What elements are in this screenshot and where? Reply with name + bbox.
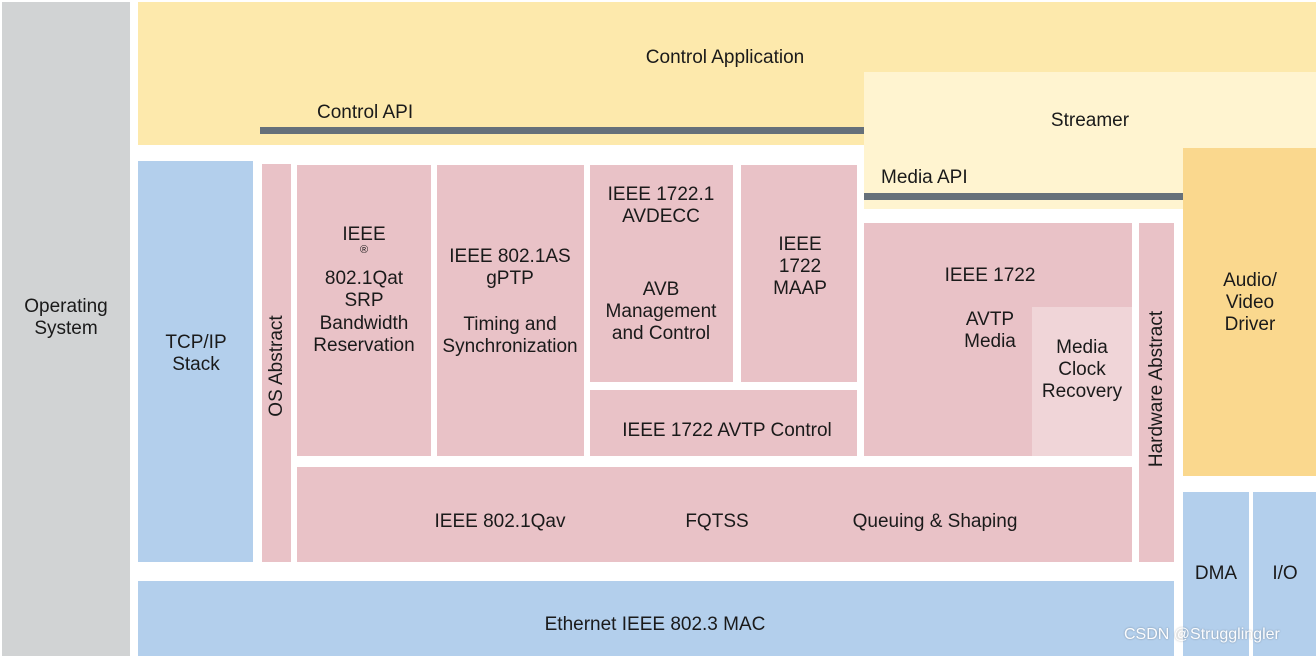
ethernet-mac-label: Ethernet IEEE 802.3 MAC — [544, 614, 766, 635]
media-api-label: Media API — [881, 167, 968, 188]
operating-system-block — [2, 2, 130, 656]
fqtss-name-label: FQTSS — [685, 511, 749, 532]
hardware-abstract-label: Hardware Abstract — [1146, 310, 1167, 468]
control-application-label: Control Application — [645, 47, 805, 68]
ethernet-mac-block — [138, 581, 1174, 656]
media-api-bar — [864, 193, 1183, 200]
watermark-text: CSDN @Strugglingler — [1124, 626, 1280, 643]
dma-label: DMA — [1194, 563, 1238, 584]
hardware-abstract-block — [1139, 223, 1174, 562]
fqtss-standard-label: IEEE 802.1Qav — [434, 511, 566, 532]
control-api-bar — [260, 127, 866, 134]
srp-block — [297, 165, 431, 456]
os-abstract-label: OS Abstract — [266, 315, 287, 417]
control-api-label: Control API — [317, 102, 414, 123]
media-clock-recovery-block — [1032, 307, 1132, 456]
avtp-control-block — [590, 390, 857, 456]
avdecc-block — [590, 165, 733, 382]
maap-block — [741, 165, 857, 382]
tcpip-stack-block — [138, 161, 253, 562]
os-abstract-block — [262, 164, 291, 562]
streamer-label: Streamer — [1050, 110, 1130, 131]
io-label: I/O — [1272, 563, 1298, 584]
srp-title: IEEE® 802.1Qat SRP — [324, 224, 404, 311]
fqtss-block — [297, 467, 1132, 562]
gptp-block — [437, 165, 584, 456]
dma-block — [1183, 492, 1249, 656]
fqtss-description-label: Queuing & Shaping — [852, 511, 1018, 532]
avtp-media-title: IEEE 1722 — [944, 265, 1036, 286]
avtp-control-label: IEEE 1722 AVTP Control — [622, 420, 832, 441]
audio-video-driver-block — [1183, 148, 1316, 476]
io-block — [1253, 492, 1316, 656]
